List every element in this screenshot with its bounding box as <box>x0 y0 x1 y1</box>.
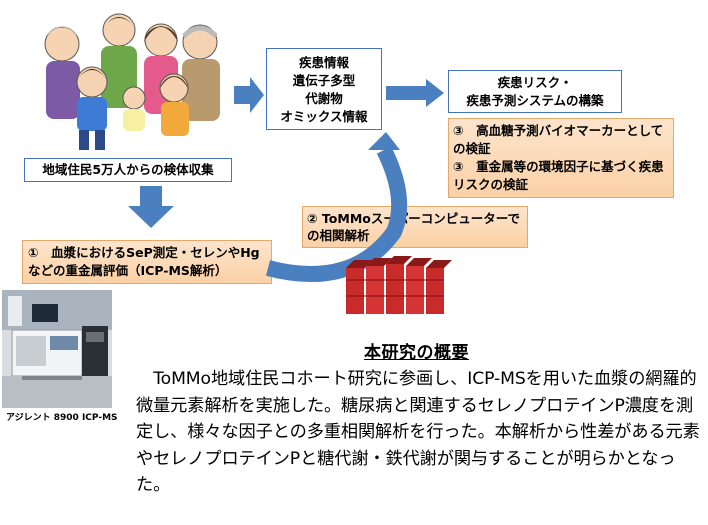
biomarker-item-2: ③ 重金属等の環境因子に基づく疾患リスクの検証 <box>453 159 664 192</box>
biomarker-box: ③ 高血糖予測バイオマーカーとしての検証 ③ 重金属等の環境因子に基づく疾患リス… <box>448 118 674 198</box>
snp-line: 遺伝子多型 <box>292 73 356 88</box>
arrow-curved <box>265 146 408 282</box>
supercomputer-label: ② ToMMoスーパーコンピューターでの相関解析 <box>307 211 520 243</box>
plasma-analysis-label: ① 血漿におけるSeP測定・セレンやHgなどの重金属評価（ICP-MS解析） <box>28 245 260 278</box>
biomarker-item-1: ③ 高血糖予測バイオマーカーとしての検証 <box>453 123 664 156</box>
family-illustration <box>44 13 220 150</box>
supercomputer-box: ② ToMMoスーパーコンピューターでの相関解析 <box>302 206 528 248</box>
summary-title: 本研究の概要 <box>364 343 469 363</box>
icp-ms-caption: アジレント 8900 ICP-MS <box>6 413 118 423</box>
omics-line: オミックス情報 <box>280 109 368 124</box>
arrow-right-1 <box>234 77 264 113</box>
plasma-analysis-box: ① 血漿におけるSeP測定・セレンやHgなどの重金属評価（ICP-MS解析） <box>22 240 272 284</box>
sample-collection-label: 地域住民5万人からの検体収集 <box>42 162 214 177</box>
risk-system-line-1: 疾患リスク・ <box>497 75 573 90</box>
icp-ms-instrument-photo <box>2 290 112 408</box>
risk-system-line-2: 疾患予測システムの構築 <box>466 93 604 108</box>
arrow-curved-head <box>368 132 400 150</box>
disease-info-line: 疾患情報 <box>298 55 349 70</box>
summary-text: ToMMo地域住民コホート研究に参画し、ICP-MSを用いた血漿の網羅的微量元素… <box>136 369 700 495</box>
supercomputer-racks <box>346 256 452 314</box>
sample-collection-box: 地域住民5万人からの検体収集 <box>24 158 232 182</box>
metabolite-line: 代謝物 <box>305 91 343 106</box>
arrow-down <box>128 186 174 228</box>
disease-info-box: 疾患情報 遺伝子多型 代謝物 オミックス情報 <box>266 48 382 130</box>
risk-system-box: 疾患リスク・ 疾患予測システムの構築 <box>448 70 622 113</box>
arrow-right-2 <box>386 79 444 107</box>
